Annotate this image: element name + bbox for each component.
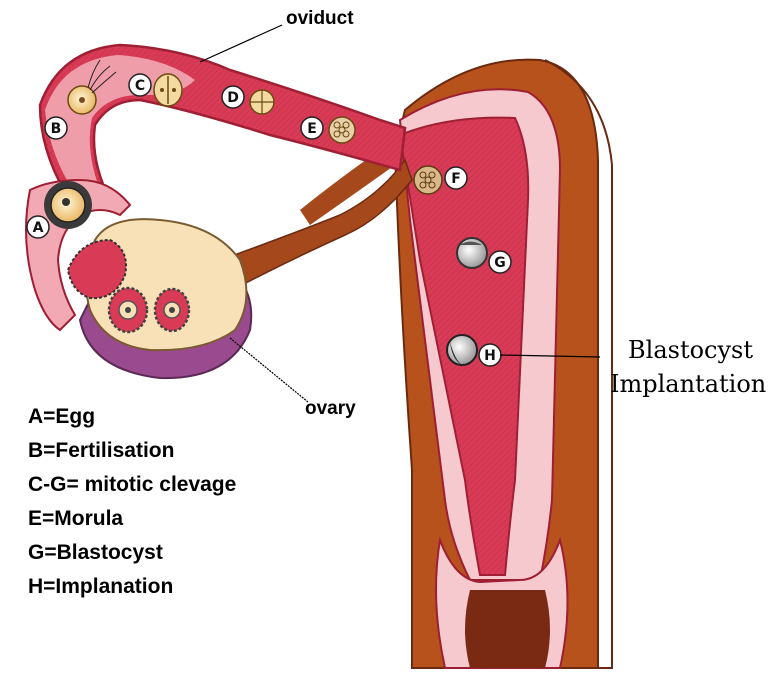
stage-marker-b: B [45, 117, 67, 139]
ovary-leader-line [230, 338, 308, 402]
ovary-label: ovary [305, 398, 356, 420]
egg-cell-a [44, 181, 92, 229]
legend-item-fertilisation: B=Fertilisation [28, 434, 236, 468]
blastocyst-label-line2: Implantation [610, 368, 766, 400]
follicle-2 [155, 289, 189, 331]
morula-stage [329, 117, 355, 143]
stage-marker-e: E [301, 117, 323, 139]
stage-marker-h: H [479, 344, 501, 366]
legend-item-blastocyst: G=Blastocyst [28, 536, 236, 570]
legend-item-egg: A=Egg [28, 400, 236, 434]
two-cell-stage [154, 74, 182, 106]
legend-item-implantation: H=Implanation [28, 570, 236, 604]
stage-marker-h-label: H [484, 348, 496, 364]
stage-marker-a-label: A [33, 220, 44, 236]
stage-marker-b-label: B [51, 121, 62, 137]
stage-marker-d-label: D [227, 90, 239, 106]
stage-marker-c: C [129, 74, 151, 96]
four-cell-stage [250, 90, 274, 114]
stage-marker-c-label: C [135, 78, 145, 94]
late-morula-stage [414, 166, 442, 194]
blastocyst-stage [457, 238, 487, 268]
legend-item-cleavage: C-G= mitotic clevage [28, 468, 236, 502]
oviduct-leader-line [200, 25, 282, 62]
stage-marker-d: D [222, 86, 244, 108]
ruptured-follicle [68, 240, 126, 298]
stage-marker-g: G [489, 251, 511, 273]
legend-item-morula: E=Morula [28, 502, 236, 536]
follicle-1 [109, 288, 147, 332]
ovarian-ligament [215, 160, 412, 290]
legend: A=Egg B=Fertilisation C-G= mitotic cleva… [28, 400, 236, 604]
stage-marker-g-label: G [494, 255, 506, 271]
stage-marker-e-label: E [307, 121, 317, 137]
vaginal-canal [465, 590, 550, 668]
stage-marker-f-label: F [451, 171, 461, 187]
implanting-blastocyst [447, 335, 477, 365]
stage-marker-f: F [445, 167, 467, 189]
stage-marker-a: A [27, 216, 49, 238]
oviduct-label: oviduct [286, 8, 354, 30]
blastocyst-label-line1: Blastocyst [628, 334, 753, 366]
